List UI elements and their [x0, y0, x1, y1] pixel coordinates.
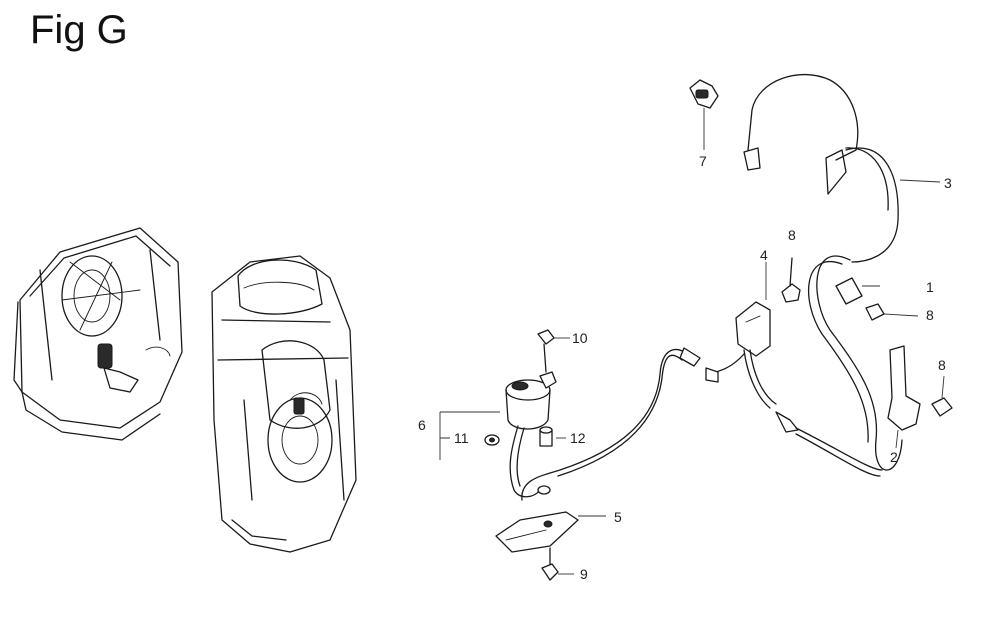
- bolt-part-10: [537, 329, 570, 373]
- engine-housing-inset-left: [13, 227, 183, 441]
- bolt-part-8-b: [865, 303, 919, 321]
- callout-7: 7: [699, 153, 707, 169]
- clip-part-1: [835, 277, 880, 305]
- callout-9: 9: [580, 566, 588, 582]
- connector-part-7: [689, 79, 719, 150]
- callout-3: 3: [944, 175, 952, 191]
- callout-5: 5: [614, 509, 622, 525]
- wire-harness-part-3: [743, 73, 941, 471]
- sleeve-part-12: [539, 426, 566, 447]
- bolt-part-8-c: [931, 375, 953, 417]
- callout-12: 12: [570, 430, 586, 446]
- callout-11: 11: [454, 430, 469, 446]
- bracket-leader-part-6: [439, 411, 500, 460]
- callout-8-upper: 8: [788, 227, 796, 243]
- engine-block-inset-middle: [211, 255, 357, 553]
- plate-bracket-part-5: [495, 511, 606, 553]
- bolt-part-9: [541, 547, 574, 581]
- callout-4: 4: [760, 247, 768, 263]
- callout-8-right: 8: [926, 307, 934, 323]
- bracket-part-2: [887, 345, 921, 449]
- ignition-coil-part-4: [735, 262, 771, 357]
- solenoid-assembly-part-6: [505, 371, 557, 498]
- callout-1: 1: [926, 279, 934, 295]
- callout-2: 2: [890, 449, 898, 465]
- figure-title: Fig G: [30, 8, 128, 52]
- spark-plug-wire: [743, 349, 883, 477]
- callout-8-lower: 8: [938, 357, 946, 373]
- stop-switch-wire: [521, 347, 745, 501]
- callout-6: 6: [418, 417, 426, 433]
- washer-part-11: [484, 434, 500, 446]
- callout-10: 10: [572, 330, 588, 346]
- callout-labels: 1 2 3 4 5 6 7 8 8 8 9 10 11 12: [418, 153, 952, 582]
- bolt-part-8-a: [781, 257, 801, 303]
